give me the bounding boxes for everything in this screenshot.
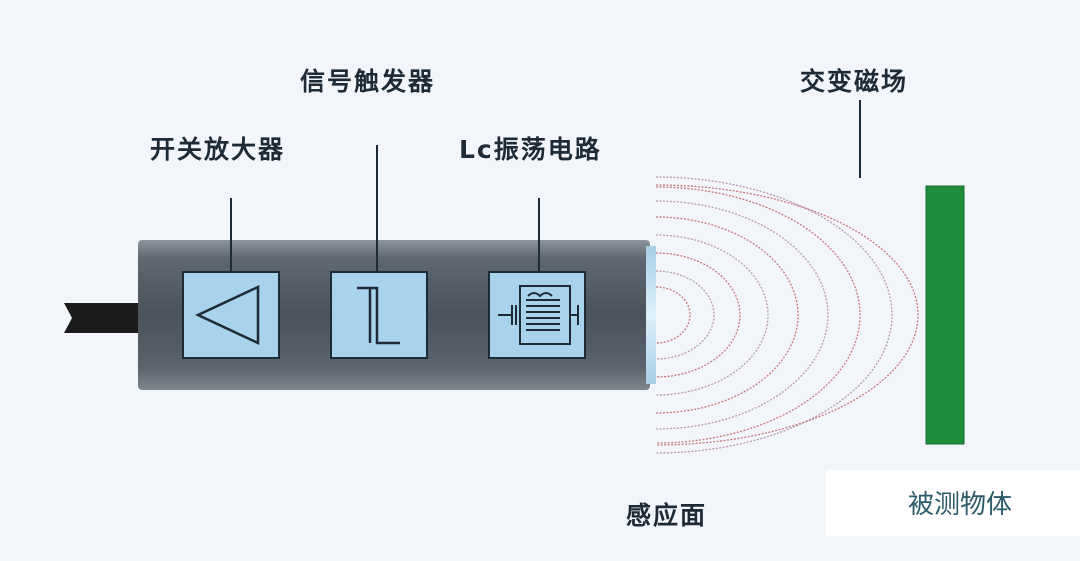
lc-oscillator-module xyxy=(488,271,586,359)
alternating-field-label: 交变磁场 xyxy=(800,67,909,96)
sensing-face-label: 感应面 xyxy=(626,501,708,530)
target-object-plate xyxy=(925,185,965,445)
switch-amplifier-module xyxy=(182,271,280,359)
magnetic-field-lines xyxy=(655,176,919,454)
field-line xyxy=(655,186,861,444)
lc-oscillator-label: Lc振荡电路 xyxy=(459,135,602,164)
field-line xyxy=(655,200,829,430)
triangle-amplifier-icon xyxy=(195,285,260,345)
field-line xyxy=(655,270,715,360)
field-line xyxy=(655,286,691,344)
signal-trigger-label: 信号触发器 xyxy=(300,67,436,96)
signal-trigger-module xyxy=(330,271,428,359)
field-line xyxy=(655,184,919,446)
field-line xyxy=(655,234,769,396)
field-line xyxy=(655,216,799,414)
target-object-label: 被测物体 xyxy=(908,490,1013,520)
cable xyxy=(64,303,140,333)
field-line xyxy=(655,176,893,454)
lc-coil-icon xyxy=(498,285,579,345)
step-pulse-icon xyxy=(357,286,400,345)
switch-amplifier-label: 开关放大器 xyxy=(150,135,286,164)
target-object-caption-panel: 被测物体 xyxy=(826,470,1080,536)
sensing-face-cap xyxy=(646,246,656,384)
leader-lines xyxy=(230,100,861,272)
